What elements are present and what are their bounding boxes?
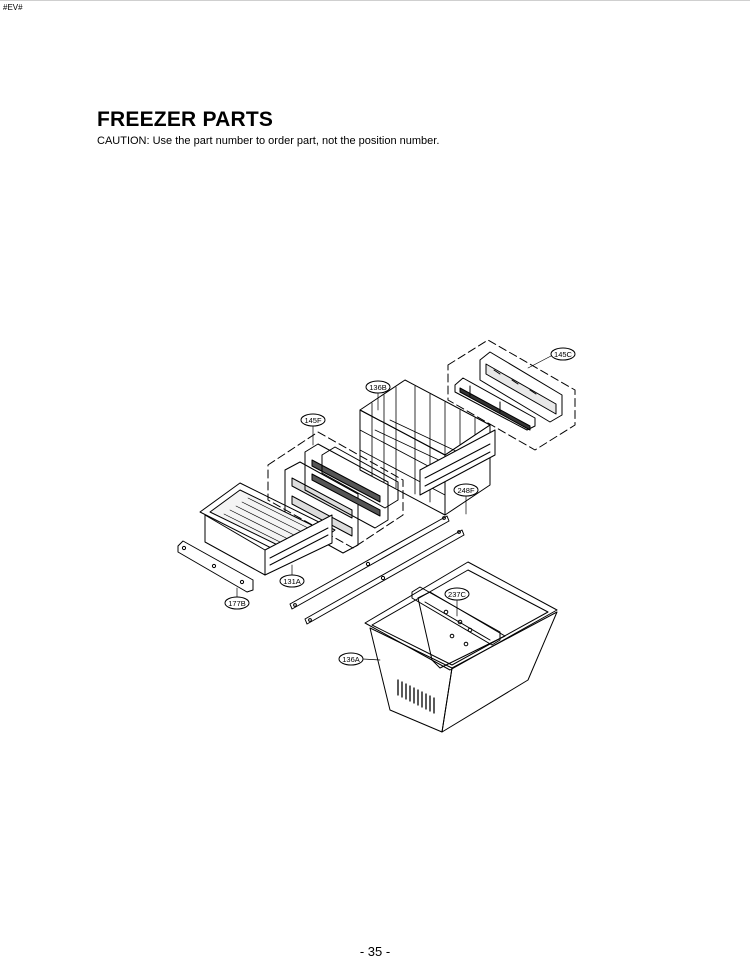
callout-136B: 136B <box>365 380 391 411</box>
callout-145F: 145F <box>300 413 326 446</box>
top-rule <box>0 0 750 1</box>
part-145C-rail-assembly <box>447 339 576 451</box>
svg-text:177B: 177B <box>228 599 246 608</box>
page-title: FREEZER PARTS <box>97 108 274 131</box>
corner-tag: #EV# <box>3 3 23 12</box>
page-number: - 35 - <box>359 944 391 959</box>
svg-text:248F: 248F <box>457 486 475 495</box>
callout-131A: 131A <box>279 564 305 588</box>
part-237C-divider <box>411 586 506 669</box>
part-177B-bracket <box>177 540 254 593</box>
svg-text:145C: 145C <box>554 350 573 359</box>
caution-note: CAUTION: Use the part number to order pa… <box>97 135 440 147</box>
part-248F-rails <box>289 515 465 625</box>
part-136A-large-bin <box>364 561 558 733</box>
svg-text:237C: 237C <box>448 590 467 599</box>
svg-text:136B: 136B <box>369 383 387 392</box>
svg-text:131A: 131A <box>283 577 301 586</box>
callout-136A: 136A <box>338 652 381 666</box>
callout-237C: 237C <box>444 587 470 617</box>
part-136B-wire-basket <box>359 379 496 516</box>
svg-text:145F: 145F <box>304 416 322 425</box>
callout-177B: 177B <box>224 587 250 610</box>
callout-248F: 248F <box>453 483 479 515</box>
callout-145C: 145C <box>527 347 576 369</box>
part-145F-rail-assembly <box>267 431 404 554</box>
part-131A-pan <box>199 482 336 576</box>
svg-text:136A: 136A <box>342 655 360 664</box>
